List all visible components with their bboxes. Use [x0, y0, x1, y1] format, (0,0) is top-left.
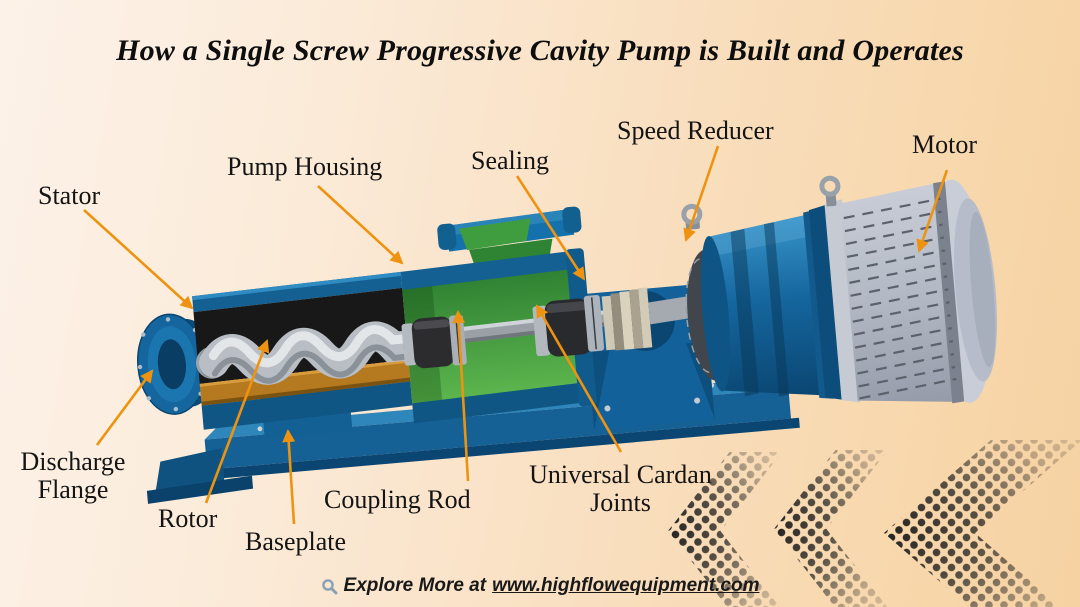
rotor-part — [195, 321, 421, 385]
leader-pump-housing — [317, 185, 404, 265]
leader-stator — [83, 209, 194, 310]
leader-rotor — [204, 339, 270, 504]
label-baseplate: Baseplate — [245, 527, 347, 556]
page-title: How a Single Screw Progressive Cavity Pu… — [116, 34, 964, 67]
label-coupling-rod: Coupling Rod — [324, 485, 471, 514]
label-stator: Stator — [38, 181, 101, 210]
label-pump-housing: Pump Housing — [227, 152, 383, 181]
footer: Explore More at www.highflowequipment.co… — [0, 575, 1080, 597]
leader-baseplate — [282, 429, 296, 525]
leader-motor — [916, 169, 949, 253]
footer-link[interactable]: www.highflowequipment.com — [492, 575, 760, 596]
label-discharge-flange: Discharge Flange — [20, 447, 126, 504]
universal-joint-left-part — [401, 314, 467, 369]
leader-coupling-rod — [452, 310, 470, 482]
label-universal-cardan-joints: Universal Cardan Joints — [529, 460, 712, 517]
leader-sealing — [515, 175, 586, 281]
label-motor: Motor — [912, 130, 977, 159]
leader-discharge-flange — [95, 369, 154, 446]
magnifier-icon — [321, 578, 338, 594]
label-rotor: Rotor — [158, 504, 218, 533]
leader-lines — [83, 145, 949, 525]
footer-text: Explore More at — [343, 575, 487, 596]
leader-speed-reducer — [683, 145, 720, 242]
label-sealing: Sealing — [471, 146, 549, 175]
label-speed-reducer: Speed Reducer — [617, 116, 774, 145]
leader-universal-cardan — [535, 304, 623, 453]
motor-part — [808, 175, 997, 404]
